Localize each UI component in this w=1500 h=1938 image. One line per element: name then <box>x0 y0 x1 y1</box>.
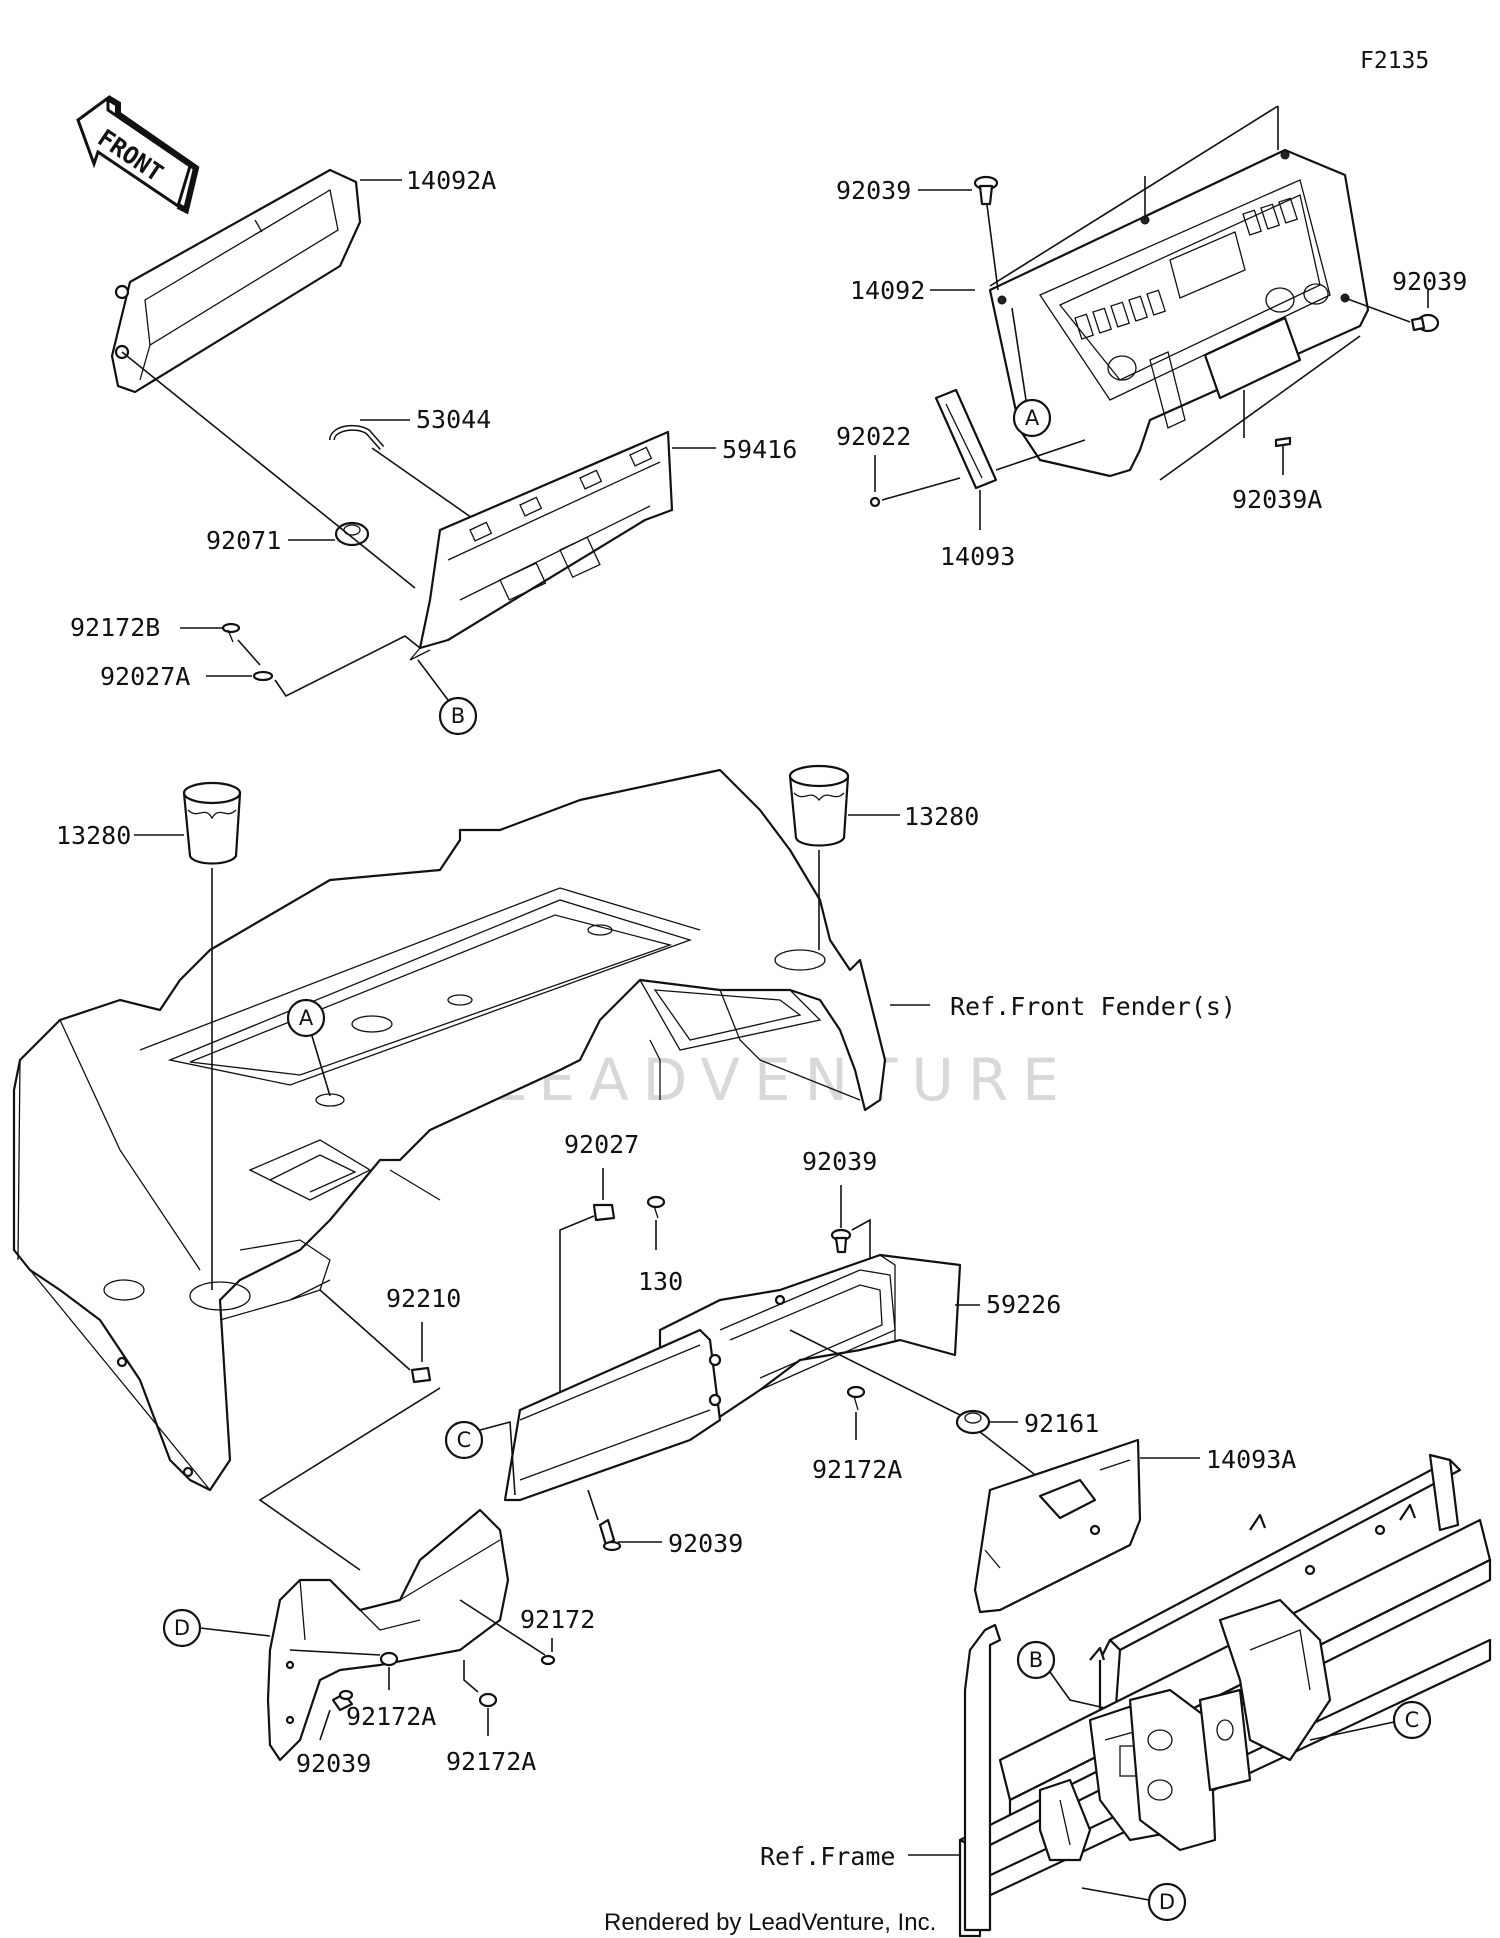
callout-d-mid-label: D <box>174 1616 190 1640</box>
bolt-92172A-bottom <box>478 1692 498 1708</box>
callout-a-mid-label: A <box>299 1006 314 1030</box>
footer-credit: Rendered by LeadVenture, Inc. <box>604 1909 936 1936</box>
watermark-text: LEADVENTURE <box>492 1046 1073 1114</box>
nut-92027 <box>592 1203 616 1222</box>
lower-left-panel <box>266 1508 510 1762</box>
bolt-92172A-left <box>379 1651 399 1667</box>
callout-b-bottom <box>1016 1640 1056 1680</box>
label-92172A-mid: 92172A <box>812 1455 902 1484</box>
label-130: 130 <box>638 1267 683 1296</box>
grommet-92071 <box>334 521 370 547</box>
callout-c-bottom <box>1392 1700 1432 1740</box>
label-92071: 92071 <box>206 526 281 555</box>
switch-row-icon <box>1074 197 1299 340</box>
callout-c-bottom-label: C <box>1405 1708 1420 1732</box>
screw-92039-bottom <box>331 1689 354 1712</box>
watermark: LEADVENTURE <box>492 816 1073 1114</box>
ref-front-fender: Ref.Front Fender(s) <box>950 992 1236 1021</box>
callout-b-top <box>438 696 478 736</box>
label-59226: 59226 <box>986 1290 1061 1319</box>
label-59416: 59416 <box>722 435 797 464</box>
label-92039-mid: 92039 <box>802 1147 877 1176</box>
callout-b-top-label: B <box>451 704 465 728</box>
bolt-92172 <box>540 1654 556 1666</box>
label-92022: 92022 <box>836 422 911 451</box>
label-14092A: 14092A <box>406 166 496 195</box>
label-92039-low: 92039 <box>668 1529 743 1558</box>
label-13280-right: 13280 <box>904 802 979 831</box>
cup-holder-13280-right <box>788 764 850 847</box>
clip-92022 <box>869 496 881 508</box>
label-13280-left: 13280 <box>56 821 131 850</box>
callout-a-mid <box>286 998 326 1038</box>
meter-panel-14092 <box>988 148 1370 478</box>
label-92161: 92161 <box>1024 1409 1099 1438</box>
bolt-130 <box>646 1195 666 1219</box>
label-92172: 92172 <box>520 1605 595 1634</box>
meter-cover-14092A <box>110 168 362 394</box>
callout-d-bottom-label: D <box>1159 1890 1175 1914</box>
callout-d-bottom <box>1147 1882 1187 1922</box>
label-14092: 14092 <box>850 276 925 305</box>
label-92027: 92027 <box>564 1130 639 1159</box>
screw-92039-mid <box>830 1228 852 1254</box>
label-92027A: 92027A <box>100 662 190 691</box>
bolt-92172A-mid <box>846 1385 866 1411</box>
ref-frame: Ref.Frame <box>760 1842 895 1871</box>
grommet-92161 <box>955 1409 991 1435</box>
callout-a-top <box>1012 398 1052 438</box>
label-92039-bottom: 92039 <box>296 1749 371 1778</box>
frame-assembly <box>958 1453 1492 1938</box>
screw-92039-top <box>973 175 999 206</box>
hose-53044 <box>329 424 385 450</box>
label-92172B: 92172B <box>70 613 160 642</box>
cup-holder-13280-left <box>182 781 242 865</box>
label-14093: 14093 <box>940 542 1015 571</box>
callout-c-mid <box>444 1420 484 1460</box>
lower-dash-59226 <box>503 1253 962 1502</box>
label-92210: 92210 <box>386 1284 461 1313</box>
label-92039-right: 92039 <box>1392 267 1467 296</box>
screw-92039-right <box>1410 313 1440 333</box>
diagram-code: F2135 <box>1360 48 1429 74</box>
trim-14093 <box>934 388 998 490</box>
panel-59416 <box>409 430 674 661</box>
screw-92039A <box>1274 436 1292 448</box>
clip-92210 <box>410 1366 432 1384</box>
label-92039-top: 92039 <box>836 176 911 205</box>
front-arrow-icon: FRONT <box>76 95 200 215</box>
callout-b-bottom-label: B <box>1029 1648 1043 1672</box>
bolt-92172B <box>221 622 241 643</box>
label-92039A: 92039A <box>1232 485 1322 514</box>
washer-92027A <box>252 670 274 682</box>
label-14093A: 14093A <box>1206 1445 1296 1474</box>
callout-a-top-label: A <box>1025 406 1040 430</box>
screw-92039-low <box>598 1518 622 1552</box>
label-92172A-left: 92172A <box>346 1702 436 1731</box>
label-53044: 53044 <box>416 405 491 434</box>
lid-14093A <box>973 1438 1142 1614</box>
callout-c-mid-label: C <box>457 1428 472 1452</box>
label-92172A-bottom: 92172A <box>446 1747 536 1776</box>
